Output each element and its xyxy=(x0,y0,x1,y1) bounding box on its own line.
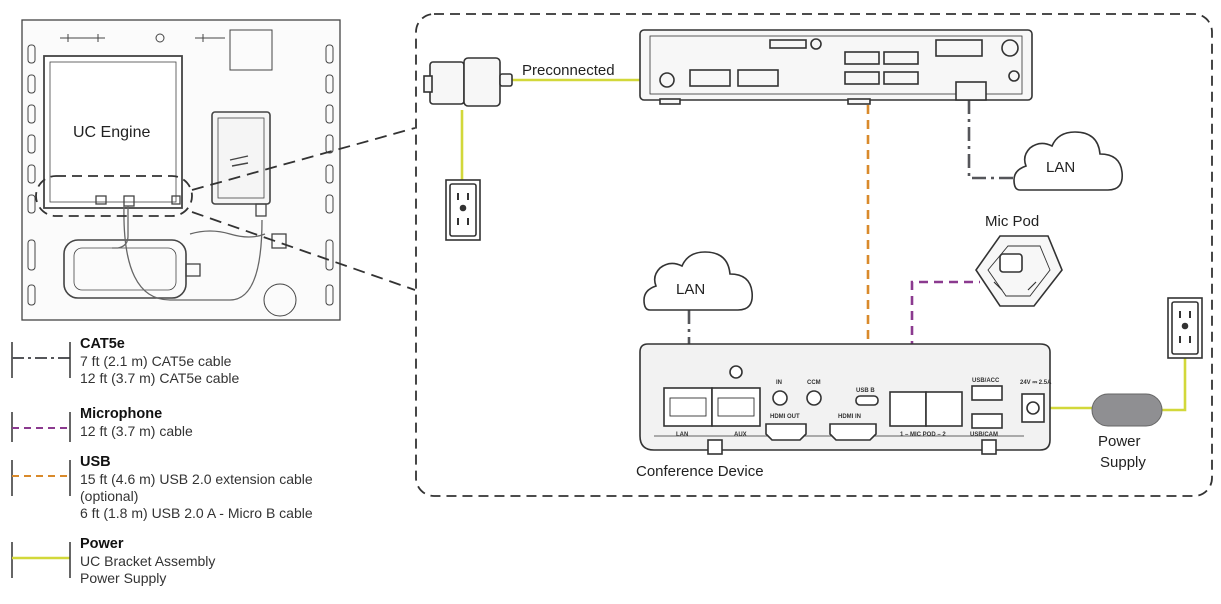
port-label-usb-cam: USB/CAM xyxy=(970,432,998,438)
usb-line-icon xyxy=(11,460,71,496)
power-supply-label-1: Power xyxy=(1098,433,1141,450)
port-hdmi-out[interactable] xyxy=(765,423,807,441)
port-label-usb-b: USB B xyxy=(856,388,875,394)
legend-title-cat5e: CAT5e xyxy=(80,336,125,352)
port-label-hdmi-out: HDMI OUT xyxy=(770,414,800,420)
port-usb-acc[interactable] xyxy=(971,385,1003,401)
port-usb-cam[interactable] xyxy=(971,413,1003,429)
conference-device xyxy=(639,343,1051,455)
legend-line: 12 ft (3.7 m) cable xyxy=(80,423,193,439)
cat5e-line-icon xyxy=(11,342,71,378)
port-label-ccm: CCM xyxy=(807,380,821,386)
port-label-mic-pod: 1 – MIC POD – 2 xyxy=(900,432,946,438)
zoom-lines xyxy=(191,127,416,291)
legend-line: Power Supply xyxy=(80,570,167,586)
power-cable-outlet xyxy=(1156,358,1187,412)
legend-title-power: Power xyxy=(80,536,124,552)
port-in[interactable] xyxy=(772,390,788,406)
detail-container xyxy=(415,13,1213,497)
lan-bottom-label: LAN xyxy=(676,281,705,298)
preconnected-label: Preconnected xyxy=(522,62,615,79)
port-mic-pod[interactable] xyxy=(889,391,963,427)
power-supply xyxy=(1091,393,1163,427)
lan-cloud-top xyxy=(1013,131,1124,191)
lan-cloud-bottom xyxy=(643,251,754,311)
mic-pod xyxy=(975,235,1063,307)
port-label-usb-acc: USB/ACC xyxy=(972,378,1000,384)
port-label-hdmi-in: HDMI IN xyxy=(838,414,861,420)
port-aux[interactable] xyxy=(711,387,761,427)
port-lan[interactable] xyxy=(663,387,713,427)
conference-device-label: Conference Device xyxy=(636,463,764,480)
uc-engine-pc xyxy=(639,29,1033,105)
power-supply-label-2: Supply xyxy=(1100,454,1146,471)
port-ccm[interactable] xyxy=(806,390,822,406)
legend-line: (optional) xyxy=(80,488,139,504)
uc-engine-label: UC Engine xyxy=(73,124,150,141)
microphone-line-icon xyxy=(11,412,71,442)
port-dc-in[interactable] xyxy=(1021,393,1045,423)
wall-outlet-left xyxy=(445,179,481,241)
port-usb-b[interactable] xyxy=(855,395,879,406)
legend-line: 7 ft (2.1 m) CAT5e cable xyxy=(80,353,232,369)
wall-outlet-right xyxy=(1167,297,1203,359)
port-label-dc-in: 24V ⎓ 2.5A xyxy=(1020,380,1052,386)
port-hdmi-in[interactable] xyxy=(829,423,877,441)
legend-title-usb: USB xyxy=(80,454,111,470)
cat5e-cable-top[interactable] xyxy=(967,100,1020,180)
port-label-lan: LAN xyxy=(676,432,688,438)
legend-line: 6 ft (1.8 m) USB 2.0 A - Micro B cable xyxy=(80,505,313,521)
mic-pod-label: Mic Pod xyxy=(985,213,1039,230)
power-line-icon xyxy=(11,542,71,578)
legend-line: 15 ft (4.6 m) USB 2.0 extension cable xyxy=(80,471,313,487)
port-label-in: IN xyxy=(776,380,782,386)
legend-title-microphone: Microphone xyxy=(80,406,163,422)
legend-line: UC Bracket Assembly xyxy=(80,553,216,569)
lan-top-label: LAN xyxy=(1046,159,1075,176)
port-label-aux: AUX xyxy=(734,432,747,438)
power-adapter xyxy=(423,57,513,107)
legend-line: 12 ft (3.7 m) CAT5e cable xyxy=(80,370,240,386)
bracket-assembly xyxy=(21,19,341,321)
